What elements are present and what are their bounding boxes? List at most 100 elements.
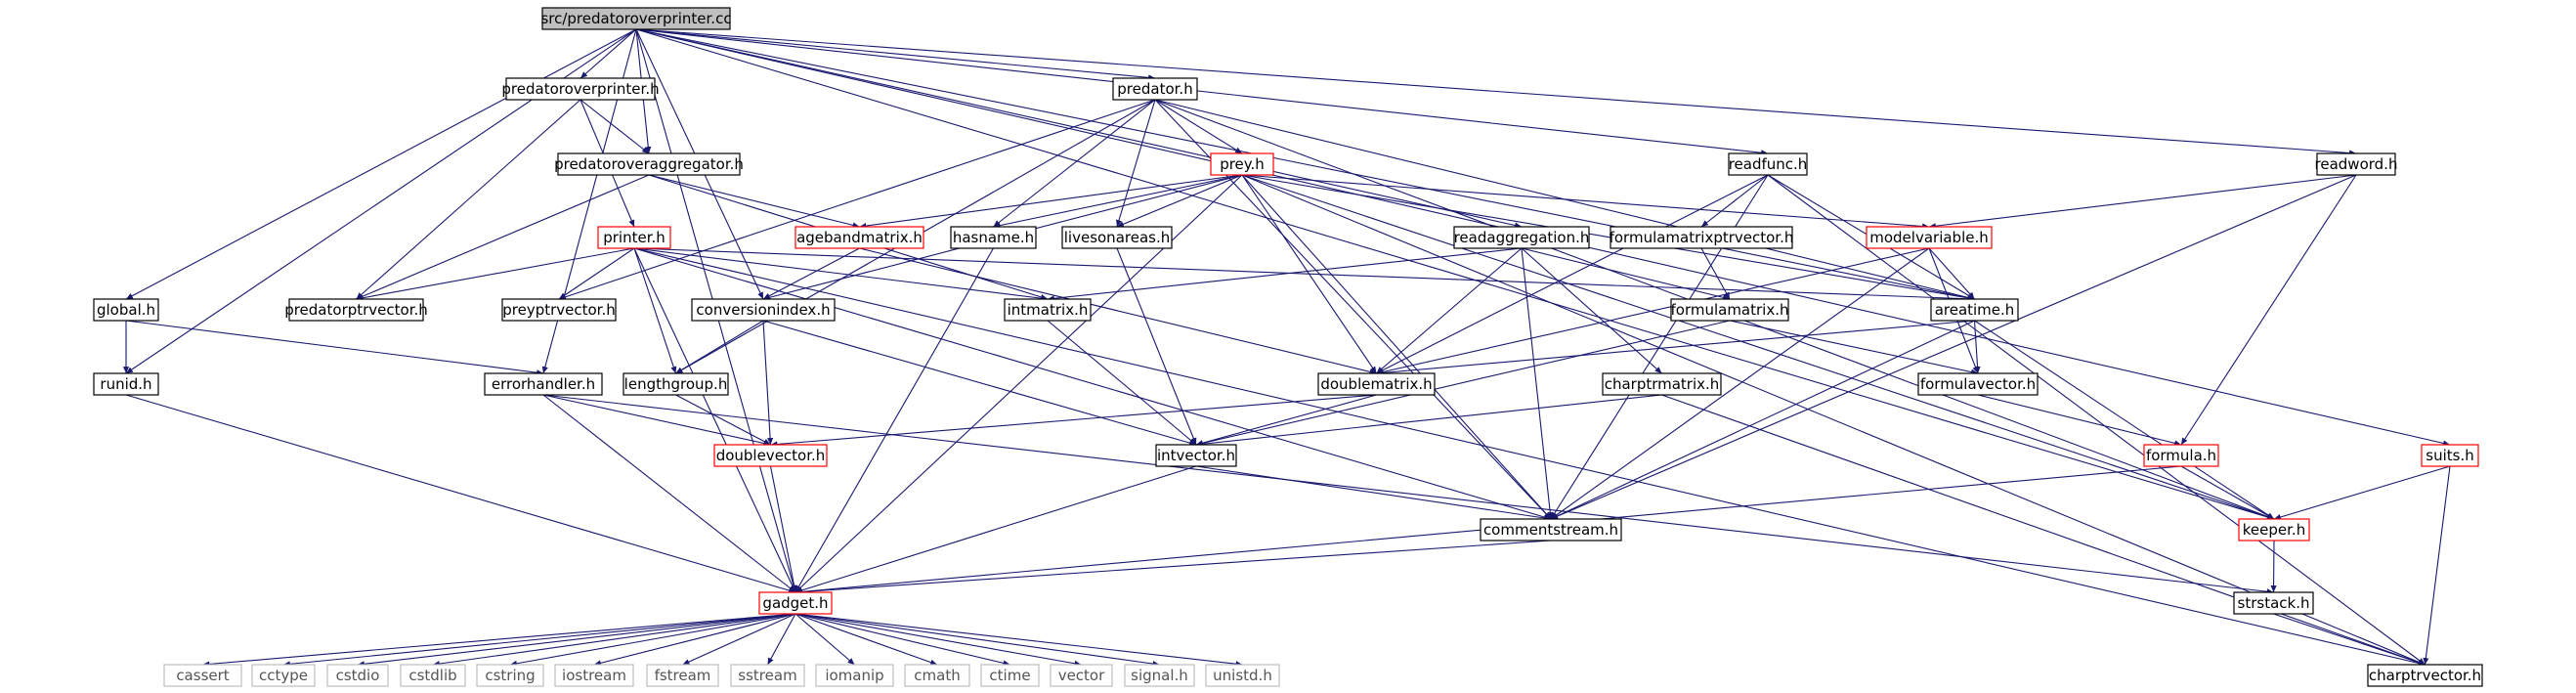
node-label: src/predatoroverprinter.cc (540, 10, 731, 27)
node-label: hasname.h (953, 229, 1034, 246)
edge-conversionindex_h-to-lengthgroup_h (675, 320, 764, 374)
edge-modelvariable_h-to-doublematrix_h (1376, 247, 1930, 375)
node-areatime-h[interactable]: areatime.h (1930, 298, 2019, 322)
node-predatoroverprinter-h[interactable]: predatoroverprinter.h (501, 77, 660, 101)
edge-root-to-global_h (125, 28, 637, 300)
node-errorhandler-h[interactable]: errorhandler.h (484, 372, 603, 396)
edge-conversionindex_h-to-intvector_h (762, 320, 1197, 447)
node-runid-h[interactable]: runid.h (93, 372, 159, 396)
node-formulamatrixptrvector-h[interactable]: formulamatrixptrvector.h (1610, 226, 1794, 249)
node-charptrmatrix-h[interactable]: charptrmatrix.h (1602, 372, 1722, 396)
node-box (980, 664, 1040, 687)
node-livesonareas-h[interactable]: livesonareas.h (1061, 226, 1173, 249)
edge-suits_h-to-keeper_h (2273, 465, 2451, 520)
node-predatoroveraggregator-h[interactable]: predatoroveraggregator.h (554, 152, 744, 176)
edge-errorhandler_h-to-gadget_h (542, 394, 796, 593)
edge-printer_h-to-intmatrix_h (633, 247, 1049, 302)
edge-predator_h-to-hasname_h (993, 99, 1156, 228)
node-box (501, 298, 617, 322)
edge-readword_h-to-commentstream_h (1550, 174, 2357, 520)
node-box (163, 664, 242, 687)
edge-gadget_h-to-sstream (767, 613, 796, 666)
edge-areatime_h-to-keeper_h (1974, 320, 2275, 520)
node-readfunc-h[interactable]: readfunc.h (1728, 152, 1808, 176)
node-box (1050, 664, 1113, 687)
node-readaggregation-h[interactable]: readaggregation.h (1453, 226, 1590, 249)
node-label: charptrmatrix.h (1605, 375, 1720, 393)
node-intvector-h[interactable]: intvector.h (1155, 444, 1237, 467)
node-agebandmatrix-h[interactable]: agebandmatrix.h (794, 226, 924, 249)
node-box (950, 226, 1037, 249)
node-keeper-h[interactable]: keeper.h (2238, 518, 2310, 541)
node-hasname-h[interactable]: hasname.h (950, 226, 1037, 249)
node-unistd-h: unistd.h (1205, 664, 1280, 687)
node-printer-h[interactable]: printer.h (597, 226, 671, 249)
edge-gadget_h-to-signal_h (794, 613, 1160, 668)
node-label: cmath (914, 667, 960, 684)
edge-global_h-to-errorhandler_h (125, 320, 544, 376)
node-label: ctime (989, 667, 1030, 684)
node-charptrvector-h[interactable]: charptrvector.h (2367, 664, 2483, 687)
node-box (1112, 77, 1198, 101)
edge-charptrmatrix_h-to-intvector_h (1195, 394, 1662, 448)
edge-gadget_h-to-cstring (509, 613, 796, 667)
node-cassert: cassert (163, 664, 242, 687)
edge-readaggregation_h-to-charptrmatrix_h (1521, 247, 1662, 374)
node-box (2238, 518, 2310, 541)
node-box (646, 664, 719, 687)
node-cmath: cmath (904, 664, 970, 687)
node-global-h[interactable]: global.h (93, 298, 159, 322)
edge-modelvariable_h-to-areatime_h (1928, 247, 1975, 300)
edge-root-to-readword_h (635, 28, 2357, 156)
node-ctime: ctime (980, 664, 1040, 687)
node-box (1866, 226, 1993, 249)
node-box (1728, 152, 1808, 176)
edge-prey_h-to-agebandmatrix_h (859, 174, 1243, 230)
node-suits-h[interactable]: suits.h (2421, 444, 2479, 467)
node-label: readfunc.h (1729, 155, 1808, 173)
node-formulavector-h[interactable]: formulavector.h (1917, 372, 2039, 396)
edge-prey_h-to-keeper_h (1241, 174, 2275, 520)
node-box (326, 664, 389, 687)
edge-formulamatrixptrvector_h-to-formulamatrix_h (1700, 247, 1731, 300)
node-label: keeper.h (2243, 521, 2305, 539)
node-intmatrix-h[interactable]: intmatrix.h (1004, 298, 1092, 322)
node-gadget-h[interactable]: gadget.h (758, 591, 833, 615)
node-label: readword.h (2315, 155, 2398, 173)
edge-printer_h-to-charptrvector_h (633, 247, 2426, 667)
node-doublematrix-h[interactable]: doublematrix.h (1317, 372, 1436, 396)
node-label: commentstream.h (1483, 521, 1618, 539)
edge-gadget_h-to-unistd_h (794, 613, 1243, 668)
node-box (484, 372, 603, 396)
node-modelvariable-h[interactable]: modelvariable.h (1866, 226, 1993, 249)
node-conversionindex-h[interactable]: conversionindex.h (691, 298, 836, 322)
node-box (2367, 664, 2483, 687)
file-nodes: src/predatoroverprinter.cc predatoroverpr… (93, 7, 2483, 687)
edge-root-to-areatime_h (635, 28, 1975, 301)
edge-hasname_h-to-gadget_h (794, 247, 994, 593)
node-label: cstdlib (408, 667, 456, 684)
edge-gadget_h-to-cassert (202, 613, 796, 668)
node-lengthgroup-h[interactable]: lengthgroup.h (623, 372, 729, 396)
edge-gadget_h-to-cctype (282, 613, 796, 668)
edge-predatoroveraggregator_h-to-predatorptrvector_h (356, 174, 650, 300)
node-box (1610, 226, 1793, 249)
node-formula-h[interactable]: formula.h (2143, 444, 2219, 467)
node-box (1205, 664, 1280, 687)
node-preyptrvector-h[interactable]: preyptrvector.h (501, 298, 617, 322)
node-doublevector-h[interactable]: doublevector.h (713, 444, 828, 467)
node-readword-h[interactable]: readword.h (2315, 152, 2398, 176)
node-commentstream-h[interactable]: commentstream.h (1480, 518, 1622, 541)
node-iomanip: iomanip (815, 664, 894, 687)
node-strstack-h[interactable]: strstack.h (2233, 591, 2314, 615)
node-iostream: iostream (554, 664, 634, 687)
edge-readword_h-to-modelvariable_h (1928, 174, 2357, 230)
node-label: fstream (655, 667, 711, 684)
node-predator-h[interactable]: predator.h (1112, 77, 1198, 101)
node-box (691, 298, 836, 322)
edge-readword_h-to-formula_h (2180, 174, 2357, 446)
node-predatorptrvector-h[interactable]: predatorptrvector.h (284, 298, 428, 322)
node-formulamatrix-h[interactable]: formulamatrix.h (1670, 298, 1789, 322)
node-prey-h[interactable]: prey.h (1210, 152, 1274, 176)
node-box (251, 664, 316, 687)
